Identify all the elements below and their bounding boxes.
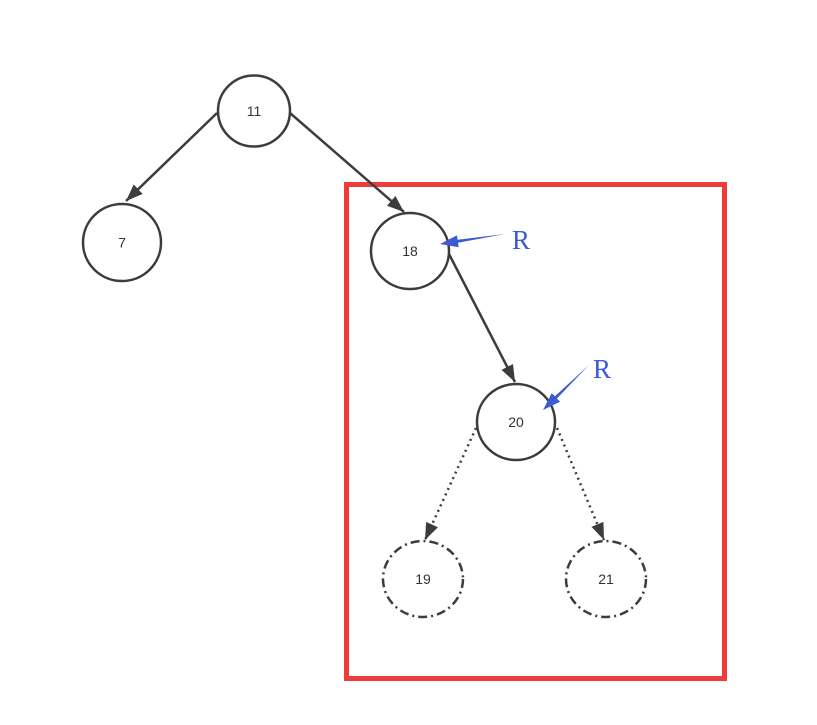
edge-11-to-7 bbox=[125, 112, 218, 202]
edge-11-to-18 bbox=[289, 112, 405, 213]
node-circle bbox=[216, 74, 292, 148]
pointer-label: R bbox=[593, 354, 611, 384]
pointer-arrow-icon bbox=[440, 234, 505, 248]
node-label: 11 bbox=[247, 103, 262, 119]
tree-node-dashed-left: 19 bbox=[381, 539, 465, 619]
node-circle-dashed bbox=[564, 539, 648, 619]
tree-node-right: 18 bbox=[369, 211, 451, 291]
node-label: 20 bbox=[508, 414, 524, 430]
tree-node-right-child: 20 bbox=[475, 382, 557, 462]
edge-20-to-21 bbox=[555, 427, 606, 541]
tree-node-left: 7 bbox=[81, 202, 163, 283]
tree-node-root: 11 bbox=[216, 74, 292, 148]
highlight-box bbox=[344, 182, 727, 681]
node-circle bbox=[81, 202, 163, 283]
edge-20-to-19 bbox=[423, 427, 478, 541]
pointer-label: R bbox=[512, 225, 530, 255]
node-circle bbox=[475, 382, 557, 462]
node-label: 19 bbox=[415, 571, 431, 587]
node-circle-dashed bbox=[381, 539, 465, 619]
node-label: 21 bbox=[598, 571, 614, 587]
node-label: 7 bbox=[118, 235, 126, 251]
pointer-r-to-18: R bbox=[440, 225, 530, 255]
pointer-r-to-20: R bbox=[543, 354, 611, 410]
pointer-arrow-icon bbox=[543, 365, 589, 410]
tree-node-dashed-right: 21 bbox=[564, 539, 648, 619]
node-circle bbox=[369, 211, 451, 291]
edge-18-to-20 bbox=[447, 253, 517, 383]
node-label: 18 bbox=[402, 243, 418, 259]
